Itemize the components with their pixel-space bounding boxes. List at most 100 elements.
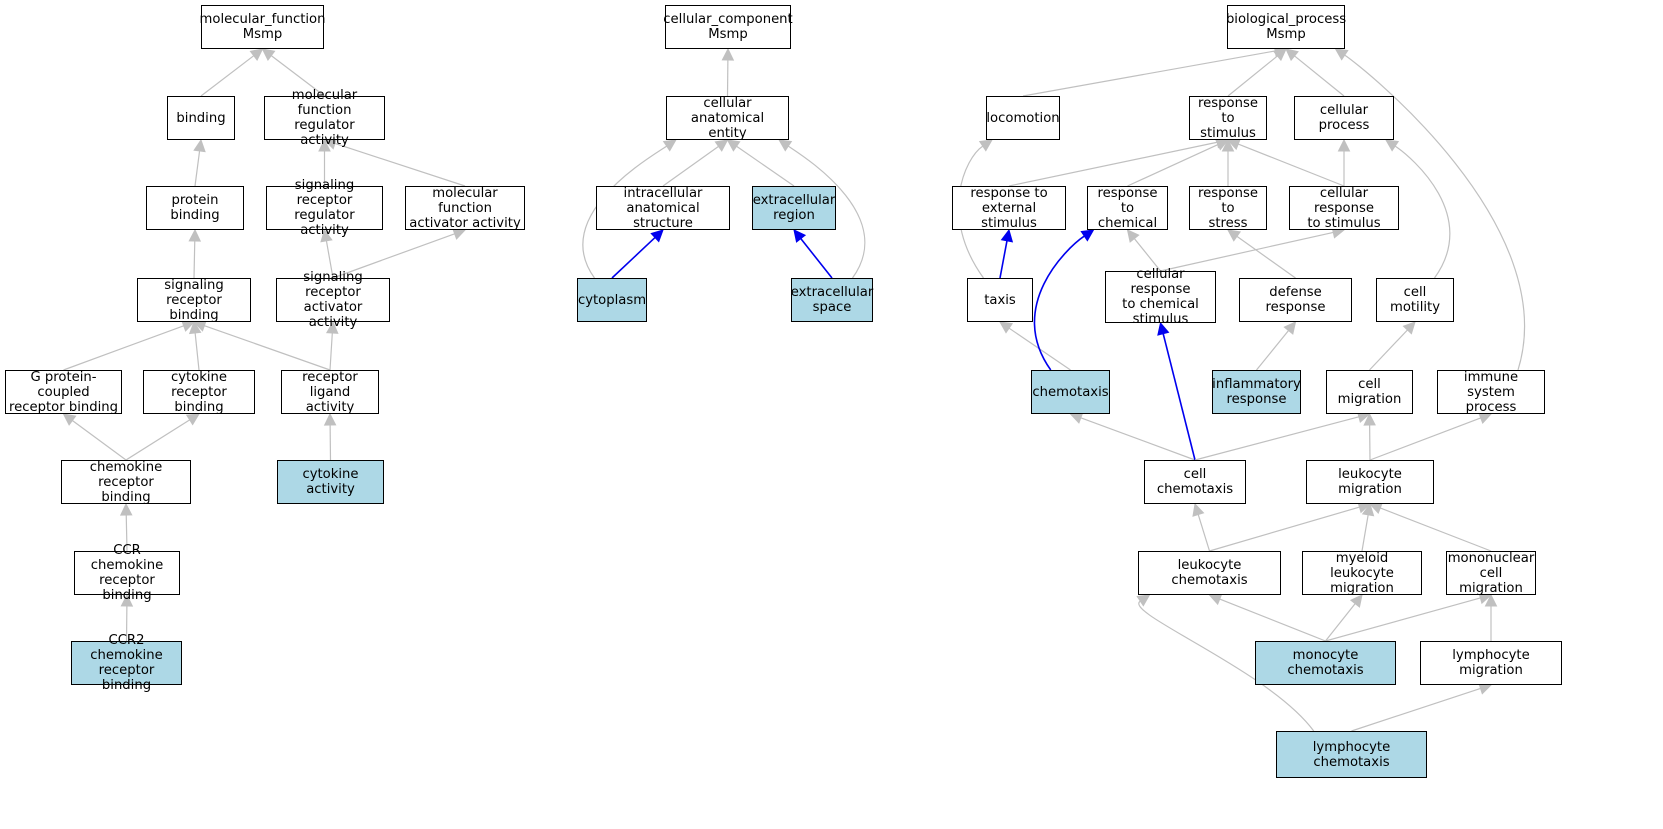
node-extracellular-region[interactable]: extracellular region: [752, 186, 836, 230]
node-cellular-anatomical-entity[interactable]: cellular anatomical entity: [666, 96, 789, 141]
edge-extracellular_space-to-cell_anat_entity: [778, 139, 866, 279]
node-binding[interactable]: binding: [167, 96, 235, 140]
edge-mononuclear_migration-to-leukocyte_migration: [1368, 502, 1492, 552]
node-mononuclear-cell-migration[interactable]: mononuclear cell migration: [1446, 550, 1536, 596]
edge-defense_response-to-resp_stress: [1227, 229, 1296, 279]
node-signaling-receptor-activator[interactable]: signaling receptor activator activity: [276, 270, 390, 330]
edge-taxis-to-resp_external: [999, 228, 1014, 279]
node-leukocyte-chemotaxis[interactable]: leukocyte chemotaxis: [1138, 551, 1281, 595]
edge-extracellular_space-to-extracellular_region: [793, 229, 833, 279]
arrowhead: [1157, 321, 1170, 336]
node-response-to-chemical[interactable]: response to chemical: [1087, 186, 1168, 231]
node-intracellular-anatomical-structure[interactable]: intracellular anatomical structure: [596, 186, 730, 231]
node-signaling-receptor-regulator[interactable]: signaling receptor regulator activity: [266, 178, 383, 238]
arrowhead: [714, 139, 729, 152]
edge-monocyte_chemotaxis-to-myeloid_migration: [1325, 594, 1363, 642]
node-mf-regulator-activity[interactable]: molecular function regulator activity: [264, 88, 385, 148]
arrowhead: [119, 502, 133, 516]
node-cytoplasm[interactable]: cytoplasm: [577, 278, 647, 322]
edge-intracellular-to-cell_anat_entity: [662, 139, 729, 187]
node-cellular-response-to-stimulus[interactable]: cellular response to stimulus: [1289, 186, 1399, 231]
node-biological-process-root[interactable]: biological_process Msmp: [1226, 5, 1346, 49]
arrowhead: [1080, 229, 1095, 242]
edge-leukocyte_chemotaxis-to-leukocyte_migration: [1209, 501, 1372, 552]
arrowhead: [1349, 594, 1363, 608]
arrowhead: [1337, 138, 1351, 152]
node-leukocyte-migration[interactable]: leukocyte migration: [1306, 460, 1434, 504]
edge-cell_chemotaxis-to-cell_migration: [1194, 410, 1371, 461]
arrowhead: [1208, 593, 1223, 606]
arrowhead: [325, 320, 339, 334]
node-cellular-component-root[interactable]: cellular_component Msmp: [663, 5, 793, 49]
edge-extracellular_region-to-cell_anat_entity: [726, 139, 795, 187]
node-lymphocyte-migration[interactable]: lymphocyte migration: [1420, 641, 1562, 685]
node-taxis[interactable]: taxis: [967, 278, 1033, 322]
arrowhead: [318, 138, 331, 152]
node-myeloid-leukocyte-migration[interactable]: myeloid leukocyte migration: [1302, 551, 1422, 596]
edge-gpcr_binding-to-sig_rec_binding: [63, 320, 196, 371]
node-receptor-ligand-activity[interactable]: receptor ligand activity: [281, 370, 379, 415]
node-defense-response[interactable]: defense response: [1239, 278, 1352, 322]
edge-lymphocyte_chemotaxis-to-leukocyte_chemotaxis: [1136, 594, 1315, 732]
arrowhead: [662, 139, 677, 152]
node-mf-activator-activity[interactable]: molecular function activator activity: [405, 186, 525, 231]
arrowhead: [1285, 48, 1299, 62]
node-response-to-external-stimulus[interactable]: response to external stimulus: [952, 186, 1066, 231]
arrowhead: [188, 228, 202, 242]
edge-cell_migration-to-cell_motility: [1369, 321, 1416, 371]
node-ccr2-chemokine-receptor-binding[interactable]: CCR2 chemokine receptor binding: [71, 633, 182, 693]
arrowhead: [1334, 48, 1349, 61]
node-gpcr-binding[interactable]: G protein-coupled receptor binding: [5, 370, 122, 415]
arrowhead: [1221, 138, 1235, 152]
node-cellular-response-to-chemical-stimulus[interactable]: cellular response to chemical stimulus: [1105, 267, 1216, 327]
edge-sig_rec_regulator-to-mf_regulator: [318, 138, 331, 186]
arrowhead: [1136, 594, 1151, 607]
arrowhead: [62, 413, 77, 426]
node-inflammatory-response[interactable]: inflammatory response: [1212, 370, 1301, 414]
node-cell-motility[interactable]: cell motility: [1376, 278, 1454, 322]
node-lymphocyte-chemotaxis[interactable]: lymphocyte chemotaxis: [1276, 731, 1427, 778]
edge-cytokine_activity-to-receptor_ligand: [323, 412, 337, 461]
arrowhead: [999, 321, 1014, 334]
node-signaling-receptor-binding[interactable]: signaling receptor binding: [137, 278, 251, 323]
edge-locomotion-to-bp_root: [1022, 44, 1288, 97]
arrowhead: [320, 228, 333, 243]
edge-protein_binding-to-binding: [193, 138, 206, 187]
arrowhead: [1192, 502, 1205, 517]
node-cytokine-activity[interactable]: cytokine activity: [277, 460, 384, 504]
edge-leukocyte_migration-to-cell_migration: [1363, 412, 1376, 461]
node-protein-binding[interactable]: protein binding: [146, 186, 244, 230]
arrowhead: [120, 593, 134, 607]
node-cell-chemotaxis[interactable]: cell chemotaxis: [1144, 460, 1246, 504]
node-chemokine-receptor-binding[interactable]: chemokine receptor binding: [61, 460, 191, 505]
node-locomotion[interactable]: locomotion: [986, 96, 1060, 140]
node-monocyte-chemotaxis[interactable]: monocyte chemotaxis: [1255, 641, 1396, 685]
edge-receptor_ligand-to-sig_rec_activator: [325, 320, 339, 371]
node-immune-system-process[interactable]: immune system process: [1437, 370, 1545, 415]
node-extracellular-space[interactable]: extracellular space: [791, 278, 873, 322]
edge-cell_resp_stimulus-to-resp_stimulus: [1226, 138, 1345, 187]
edge-cytoplasm-to-intracellular: [611, 229, 664, 279]
node-molecular-function-root[interactable]: molecular_function Msmp: [200, 5, 325, 49]
node-response-to-stimulus[interactable]: response to stimulus: [1189, 96, 1267, 141]
edge-lymphocyte_chemotaxis-to-lymphocyte_migration: [1351, 682, 1493, 732]
edge-cell_chemotaxis-to-cell_resp_chemical: [1157, 321, 1196, 461]
arrowhead: [1484, 593, 1498, 607]
edge-ccr_binding-to-chemokine_rec_binding: [119, 502, 133, 552]
arrowhead: [323, 412, 337, 426]
edge-ccr2_binding-to-ccr_binding: [120, 593, 134, 642]
node-cell-migration[interactable]: cell migration: [1326, 370, 1413, 414]
node-cytokine-receptor-binding[interactable]: cytokine receptor binding: [143, 370, 255, 415]
arrowhead: [249, 48, 264, 61]
edge-cell_chemotaxis-to-chemotaxis: [1069, 412, 1196, 461]
edge-cell_anat_entity-to-cc_root: [721, 47, 735, 97]
node-cellular-process[interactable]: cellular process: [1294, 96, 1394, 140]
node-response-to-stress[interactable]: response to stress: [1189, 186, 1267, 231]
edge-resp_chemical-to-resp_stimulus: [1127, 139, 1230, 187]
node-chemotaxis[interactable]: chemotaxis: [1031, 370, 1110, 414]
arrowhead: [188, 320, 202, 335]
edge-leukocyte_chemotaxis-to-cell_chemotaxis: [1192, 502, 1211, 552]
node-ccr-chemokine-receptor-binding[interactable]: CCR chemokine receptor binding: [74, 543, 180, 603]
